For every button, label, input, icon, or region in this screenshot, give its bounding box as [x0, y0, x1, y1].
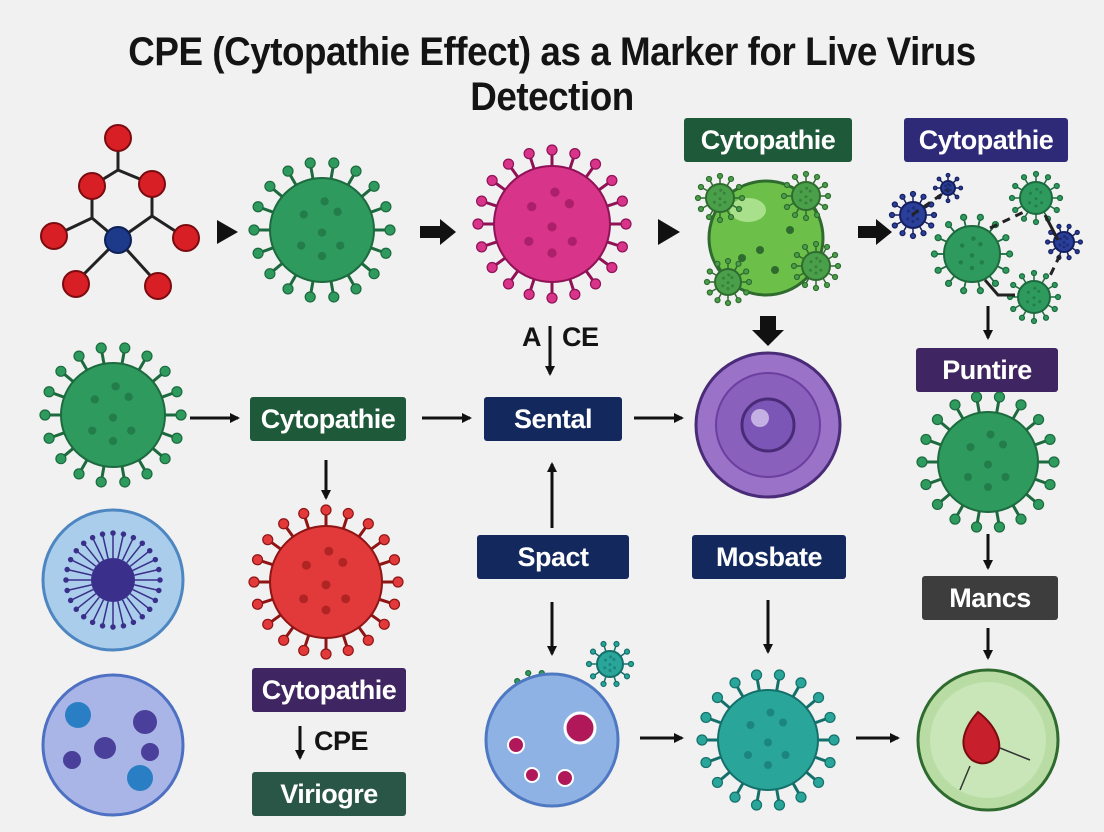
magenta-virus-icon — [472, 144, 632, 304]
network-virus-icon-3 — [1006, 269, 1062, 325]
lysed-cell-icon — [916, 668, 1060, 812]
box-viriogre: Viriogre — [252, 772, 406, 816]
page-title: CPE (Cytopathie Effect) as a Marker for … — [128, 30, 976, 119]
virus-network — [911, 188, 1062, 297]
purple-cell-icon — [694, 351, 842, 499]
attached-virus-icon-1 — [694, 172, 746, 224]
network-virus-icon-6 — [1044, 223, 1084, 261]
network-virus-icon-5 — [932, 172, 964, 204]
teal-virus-icon — [696, 669, 840, 811]
network-virus-icon-1 — [930, 213, 1014, 295]
box-puntire: Puntire — [916, 348, 1058, 392]
attached-virus-icon-3 — [703, 257, 753, 307]
box-cytopathie-bottom: Cytopathie — [252, 668, 406, 712]
red-virus-icon — [248, 504, 404, 660]
box-mosbate: Mosbate — [692, 535, 846, 579]
small-teal-virus-icon — [585, 640, 635, 688]
attached-virus-icon-4 — [790, 240, 842, 292]
attached-virus-icon-2 — [780, 170, 832, 222]
box-cytopathie-top-green: Cytopathie — [684, 118, 852, 162]
box-cytopathie-mid: Cytopathie — [250, 397, 406, 441]
arrows — [190, 219, 993, 760]
infected-green-cell-icon — [694, 170, 842, 307]
box-mancs: Mancs — [922, 576, 1058, 620]
green-virus-icon — [248, 157, 396, 303]
vacuole-cell-icon — [484, 672, 620, 808]
box-sental: Sental — [484, 397, 622, 441]
box-cytopathie-top-indigo: Cytopathie — [904, 118, 1068, 162]
green-virus-icon-right — [916, 391, 1060, 533]
green-virus-icon-left — [39, 342, 187, 488]
label-ce: CE — [562, 322, 599, 352]
infected-cell-icon — [41, 673, 185, 817]
cell-icon — [41, 508, 185, 652]
label-cpe: CPE — [314, 726, 369, 756]
molecule-icon — [40, 124, 200, 300]
box-spact: Spact — [477, 535, 629, 579]
network-virus-icon-2 — [1008, 170, 1064, 226]
label-a: A — [522, 322, 542, 352]
